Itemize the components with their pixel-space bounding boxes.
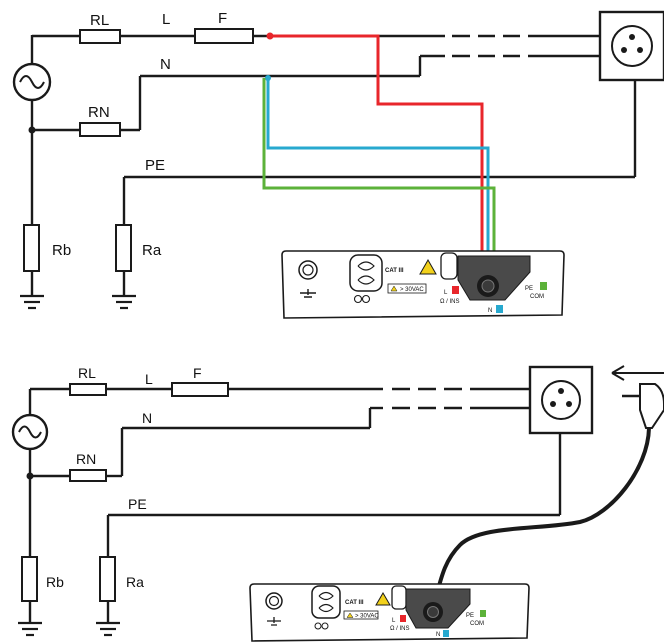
terminal-l-label: L	[444, 290, 448, 296]
diagram-top: RL L F RN N PE Rb	[12, 10, 664, 319]
cat-rating: CAT III	[385, 268, 404, 274]
terminal-pe-label: PE	[525, 286, 533, 292]
socket-icon	[528, 365, 594, 435]
fuse-f	[194, 28, 254, 44]
label-f: F	[193, 365, 202, 381]
ac-source-icon	[11, 389, 49, 557]
label-ra: Ra	[126, 574, 144, 590]
terminal-l-sub: Ω / INS	[440, 299, 460, 305]
label-rl: RL	[90, 12, 109, 29]
terminal-pe-sub: COM	[530, 294, 544, 300]
label-ra: Ra	[142, 242, 162, 259]
voltage-rating: > 30VAC	[355, 614, 379, 620]
test-cable	[431, 427, 651, 609]
terminal-l-label: L	[392, 618, 396, 624]
label-f: F	[218, 10, 227, 27]
neutral-lead	[266, 78, 490, 286]
terminal-n-label: N	[488, 308, 492, 314]
plug-icon	[622, 383, 664, 429]
line-pe	[106, 432, 562, 557]
socket-icon	[598, 10, 664, 82]
resistor-rb	[21, 556, 38, 602]
earth-lead	[262, 78, 496, 286]
instrument-top: CAT III > 30VAC L Ω / INS N PE COM	[281, 250, 565, 319]
resistor-ra	[115, 224, 132, 272]
warning-icon	[375, 592, 391, 606]
resistor-rl	[79, 29, 121, 44]
line-n	[30, 406, 530, 482]
ground-icon	[18, 621, 42, 637]
label-pe: PE	[145, 157, 165, 174]
label-n: N	[142, 410, 152, 426]
label-l: L	[145, 371, 153, 387]
diagram-bottom: RL L F RN N PE Rb Ra	[11, 365, 664, 642]
label-pe: PE	[128, 496, 147, 512]
terminal-n-label: N	[436, 632, 440, 638]
instrument-bottom: CAT III > 30VAC L Ω / INS N PE COM	[249, 583, 530, 642]
voltage-rating: > 30VAC	[400, 287, 424, 293]
label-rn: RN	[88, 104, 110, 121]
ground-icon	[20, 294, 44, 310]
resistor-rl	[69, 383, 107, 396]
cat-rating: CAT III	[345, 600, 364, 606]
label-l: L	[162, 11, 170, 28]
terminal-pe-sub: COM	[470, 621, 484, 627]
fuse-f	[171, 382, 229, 397]
arrow-left-icon	[611, 365, 664, 381]
label-n: N	[160, 56, 171, 73]
ground-icon	[112, 294, 136, 310]
line-pe	[122, 80, 637, 225]
line-l	[32, 28, 600, 44]
label-rb: Rb	[46, 574, 64, 590]
phase-lead	[270, 34, 484, 286]
resistor-rb	[23, 224, 40, 272]
resistor-rn	[79, 122, 121, 137]
label-rl: RL	[78, 365, 96, 381]
ground-icon	[96, 621, 120, 637]
warning-icon	[419, 258, 437, 275]
label-rn: RN	[76, 451, 96, 467]
terminal-pe-label: PE	[466, 613, 474, 619]
resistor-rn	[69, 469, 107, 482]
label-rb: Rb	[52, 242, 71, 259]
terminal-l-sub: Ω / INS	[390, 626, 410, 632]
resistor-ra	[99, 556, 116, 602]
ac-source-icon	[12, 35, 52, 225]
line-n	[32, 54, 600, 137]
line-l	[30, 382, 530, 397]
